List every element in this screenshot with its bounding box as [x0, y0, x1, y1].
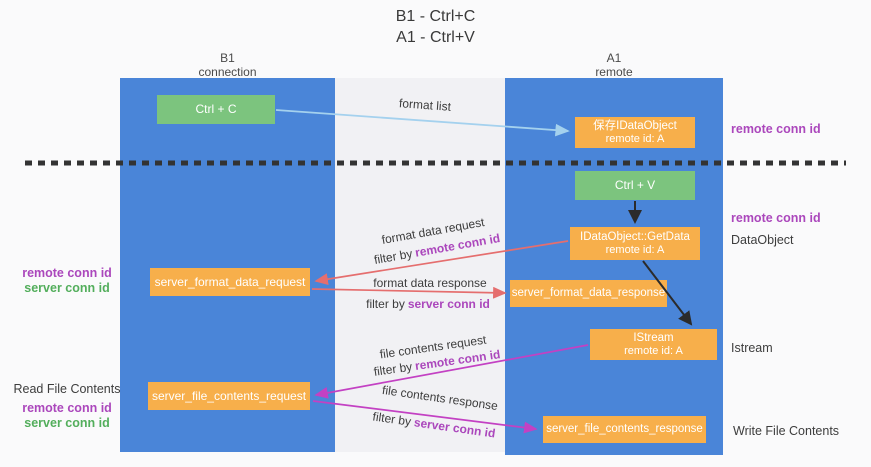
node-ctrl-c: Ctrl + C [157, 95, 275, 124]
node-ctrl-v: Ctrl + V [575, 171, 695, 200]
title-line-1: B1 - Ctrl+C [395, 8, 476, 25]
node-saved-idataobject: 保存IDataObject remote id: A [575, 117, 695, 148]
title-line-2: A1 - Ctrl+V [396, 29, 475, 46]
diagram-title: B1 - Ctrl+C A1 - Ctrl+V [0, 6, 871, 48]
annotation-dataobject: DataObject [731, 233, 794, 247]
node-idataobject-getdata: IDataObject::GetData remote id: A [570, 227, 700, 260]
annotation-read-file-contents: Read File Contents [13, 382, 121, 396]
lane-header-b1: B1 connection [198, 51, 257, 79]
annotation-istream: Istream [731, 341, 773, 355]
node-server-format-data-response: server_format_data_response [510, 280, 667, 307]
annotation-remote-conn-id-mid: remote conn id [731, 211, 821, 225]
node-istream: IStream remote id: A [590, 329, 717, 360]
node-server-file-contents-request: server_file_contents_request [148, 382, 310, 410]
node-server-file-contents-response: server_file_contents_response [543, 416, 706, 443]
annotation-remote-conn-id-top: remote conn id [731, 122, 821, 136]
format-data-response-label: format data response [373, 276, 487, 290]
annotation-left-conn-ids-bottom: remote conn id server conn id [22, 401, 112, 430]
node-server-format-data-request: server_format_data_request [150, 268, 310, 296]
annotation-left-conn-ids-mid: remote conn id server conn id [22, 266, 112, 295]
annotation-write-file-contents: Write File Contents [733, 424, 840, 438]
lane-header-a1: A1 remote [595, 51, 633, 79]
